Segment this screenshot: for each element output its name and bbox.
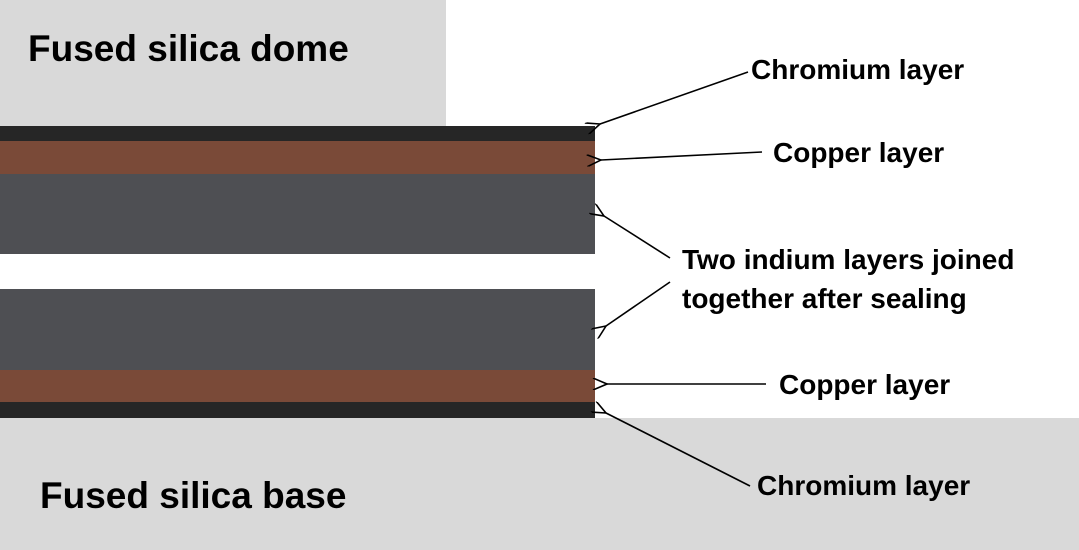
arrow-chromium-bottom bbox=[606, 413, 751, 487]
indium-layer-bottom bbox=[0, 289, 595, 370]
copper-bottom-label: Copper layer bbox=[779, 369, 951, 400]
copper-layer-bottom bbox=[0, 370, 595, 402]
arrow-copper-top bbox=[601, 151, 763, 160]
arrow-chromium-top bbox=[600, 71, 749, 124]
arrow-indium-top bbox=[604, 216, 671, 259]
fused-silica-base bbox=[0, 418, 1079, 550]
arrow-indium-bottom bbox=[606, 281, 671, 326]
copper-top-label: Copper layer bbox=[773, 137, 945, 168]
indium-layer-top bbox=[0, 174, 595, 254]
chromium-layer-top bbox=[0, 126, 595, 141]
base-label: Fused silica base bbox=[40, 475, 347, 516]
fused-silica-dome bbox=[0, 0, 446, 126]
chromium-bottom-label: Chromium layer bbox=[757, 470, 971, 501]
indium-label-line1: Two indium layers joined bbox=[682, 244, 1015, 275]
dome-label: Fused silica dome bbox=[28, 28, 349, 69]
indium-label-line2: together after sealing bbox=[682, 283, 967, 314]
indium-label: Two indium layers joined together after … bbox=[682, 240, 1014, 318]
chromium-layer-bottom bbox=[0, 402, 595, 418]
copper-layer-top bbox=[0, 141, 595, 174]
chromium-top-label: Chromium layer bbox=[751, 54, 965, 85]
